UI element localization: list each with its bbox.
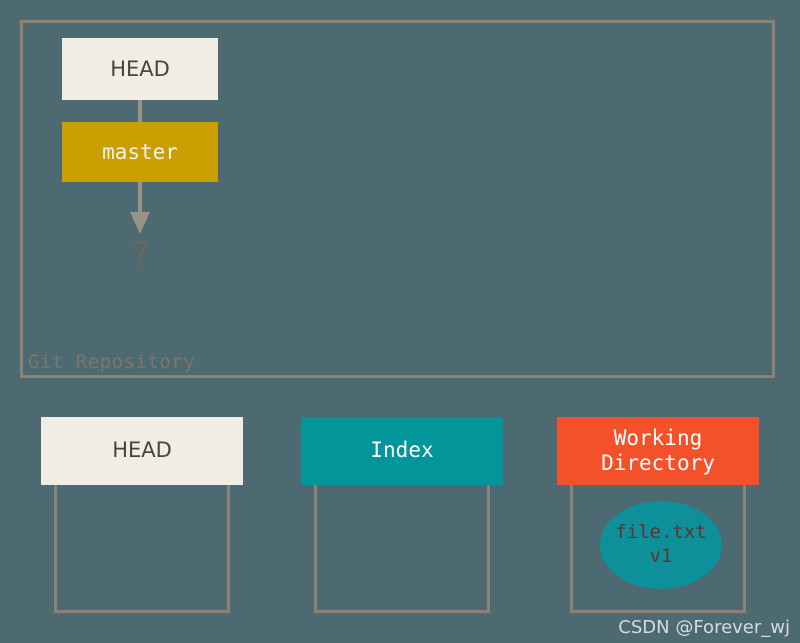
area-head-title: HEAD <box>41 417 243 485</box>
repo-node-head[interactable]: HEAD <box>62 38 218 100</box>
watermark-text: CSDN @Forever_wj <box>618 617 790 638</box>
area-head-body <box>54 485 230 613</box>
area-index-body <box>314 485 490 613</box>
git-repository-frame <box>20 20 775 378</box>
area-index[interactable]: Index <box>301 417 503 613</box>
arrow-master-to-unknown <box>123 182 157 234</box>
area-working-directory-body <box>570 485 746 613</box>
connector-head-to-master <box>138 100 142 122</box>
repo-node-unknown-commit: ? <box>129 235 151 275</box>
area-working-directory-title-line2: Directory <box>601 451 715 475</box>
area-working-directory-title-line1: Working <box>613 425 703 450</box>
repo-node-master[interactable]: master <box>62 122 218 182</box>
file-blob-version: v1 <box>649 545 673 567</box>
area-working-directory-title: Working Directory <box>557 417 759 485</box>
area-index-title: Index <box>301 417 503 485</box>
area-working-directory[interactable]: Working Directory file.txt v1 <box>557 417 759 613</box>
git-repository-label: Git Repository <box>28 351 196 373</box>
area-head[interactable]: HEAD <box>41 417 243 613</box>
file-blob-name: file.txt <box>615 521 707 544</box>
down-arrow-icon <box>130 182 150 234</box>
file-blob-node[interactable]: file.txt v1 <box>600 501 722 589</box>
